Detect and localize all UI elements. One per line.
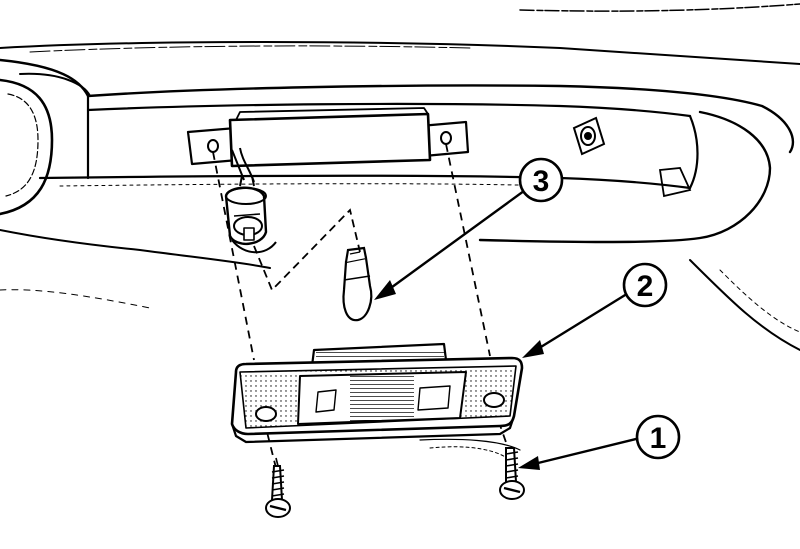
callout-2-label: 2	[637, 270, 654, 303]
bumper-body	[0, 3, 800, 463]
bulb-icon	[342, 246, 373, 322]
callout-2-circle	[622, 262, 668, 308]
bumper-clip-icon	[572, 116, 606, 156]
callout-3-label: 3	[533, 165, 550, 198]
leader-arrows	[374, 187, 641, 470]
callout-3-circle	[518, 157, 564, 203]
callout-1-label: 1	[650, 422, 667, 455]
callout-1: 1	[635, 414, 681, 460]
lamp-lens-icon	[230, 342, 524, 444]
callout-3: 3	[518, 157, 564, 203]
callout-2: 2	[622, 262, 668, 308]
callout-1-circle	[635, 414, 681, 460]
screw-icon	[265, 447, 525, 518]
lamp-housing	[186, 107, 470, 254]
